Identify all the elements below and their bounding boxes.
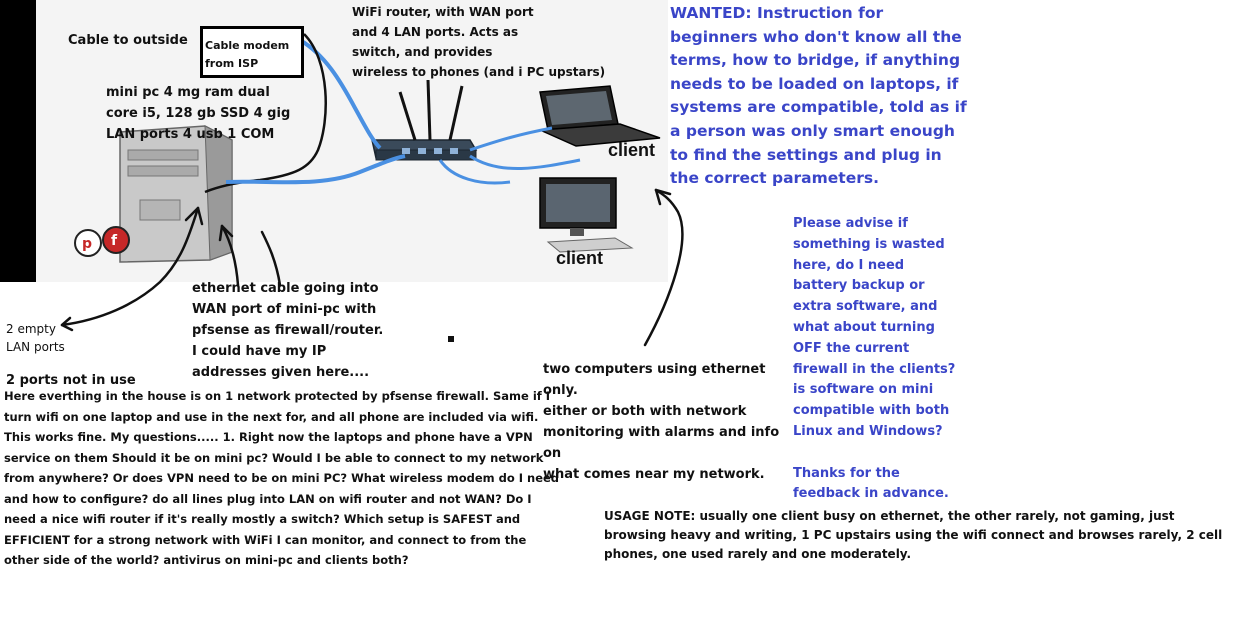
router-desc-line: wireless to phones (and i PC upstars) xyxy=(352,65,606,79)
advise-line: here, do I need xyxy=(793,257,905,273)
empty-lan-ports-label: 2 empty LAN ports xyxy=(6,320,65,356)
advise-line: battery backup or xyxy=(793,278,925,294)
laptop-icon xyxy=(539,85,661,147)
two-computers-description: two computers using ethernet only. eithe… xyxy=(543,359,793,485)
stray-dot xyxy=(448,336,454,342)
wanted-line: the correct parameters. xyxy=(670,169,879,188)
advise-line: something is wasted xyxy=(793,236,945,252)
client-label-top: client xyxy=(608,140,656,160)
wanted-block: WANTED: Instruction for beginners who do… xyxy=(670,2,990,191)
router-description: WiFi router, with WAN port and 4 LAN por… xyxy=(352,2,642,82)
svg-text:f: f xyxy=(111,233,118,249)
advise-line xyxy=(793,443,993,464)
ethernet-description: ethernet cable going into WAN port of mi… xyxy=(192,278,442,383)
client-label-bottom: client xyxy=(556,248,604,268)
wanted-heading: WANTED: xyxy=(670,4,752,22)
ethernet-desc-line: pfsense as firewall/router. xyxy=(192,323,384,338)
ethernet-desc-line: addresses given here.... xyxy=(192,365,370,380)
advise-block: Please advise if something is wasted her… xyxy=(793,214,993,505)
advise-line: firewall in the clients? xyxy=(793,361,956,377)
cable-modem-label: Cable modem from ISP xyxy=(200,26,304,78)
router-desc-line: and 4 LAN ports. Acts as xyxy=(352,25,519,39)
wanted-line-first: WANTED: Instruction for xyxy=(670,2,990,26)
svg-text:p: p xyxy=(82,236,92,252)
wanted-line: to find the settings and plug in xyxy=(670,145,942,164)
questions-paragraph: Here everthing in the house is on 1 netw… xyxy=(4,389,560,567)
router-desc-line: WiFi router, with WAN port xyxy=(352,5,534,19)
mini-pc-desc-line: LAN ports 4 usb 1 COM xyxy=(106,127,275,142)
ethernet-desc-line: I could have my IP xyxy=(192,344,327,359)
advise-line: OFF the current xyxy=(793,340,910,356)
ethernet-desc-line: WAN port of mini-pc with xyxy=(192,302,377,317)
wanted-line: a person was only smart enough xyxy=(670,121,955,140)
advise-line: compatible with both xyxy=(793,403,950,419)
two-computers-line: two computers using ethernet xyxy=(543,362,766,377)
two-computers-line: what comes near my network. xyxy=(543,467,765,482)
ethernet-desc-line: ethernet cable going into xyxy=(192,281,379,296)
router-desc-line: switch, and provides xyxy=(352,45,493,59)
advise-line: what about turning xyxy=(793,319,935,335)
mini-pc-desc-line: core i5, 128 gb SSD 4 gig xyxy=(106,106,291,121)
usage-note: USAGE NOTE: usually one client busy on e… xyxy=(604,509,1223,561)
wanted-line: terms, how to bridge, if anything xyxy=(670,51,961,70)
arrows xyxy=(60,188,684,347)
two-computers-line: only. xyxy=(543,383,578,398)
ports-not-used-label: 2 ports not in use xyxy=(6,373,136,388)
pfsense-logo: p f xyxy=(74,226,130,257)
empty-lan-line: LAN ports xyxy=(6,340,65,354)
mini-pc-icon xyxy=(119,125,233,263)
desktop-icon xyxy=(539,177,634,253)
two-computers-line: monitoring with alarms and info on xyxy=(543,425,780,461)
cables xyxy=(204,33,581,194)
advise-line: extra software, and xyxy=(793,299,938,315)
wanted-line: needs to be loaded on laptops, if xyxy=(670,74,959,93)
wifi-router-icon xyxy=(371,79,478,161)
wanted-line: beginners who don't know all the xyxy=(670,27,962,46)
advise-line: Linux and Windows? xyxy=(793,423,943,439)
wanted-line: Instruction for xyxy=(751,4,884,22)
mini-pc-description: mini pc 4 mg ram dual core i5, 128 gb SS… xyxy=(106,82,316,145)
advise-line: is software on mini xyxy=(793,382,934,398)
two-computers-line: either or both with network xyxy=(543,404,747,419)
advise-line: feedback in advance. xyxy=(793,486,949,502)
cable-outside-label: Cable to outside xyxy=(68,33,188,48)
empty-lan-line: 2 empty xyxy=(6,322,56,336)
wanted-line: systems are compatible, told as if xyxy=(670,98,967,117)
dark-edge-bar xyxy=(0,0,36,282)
advise-line: Thanks for the xyxy=(793,465,900,481)
advise-line: Please advise if xyxy=(793,216,908,231)
mini-pc-desc-line: mini pc 4 mg ram dual xyxy=(106,85,270,100)
